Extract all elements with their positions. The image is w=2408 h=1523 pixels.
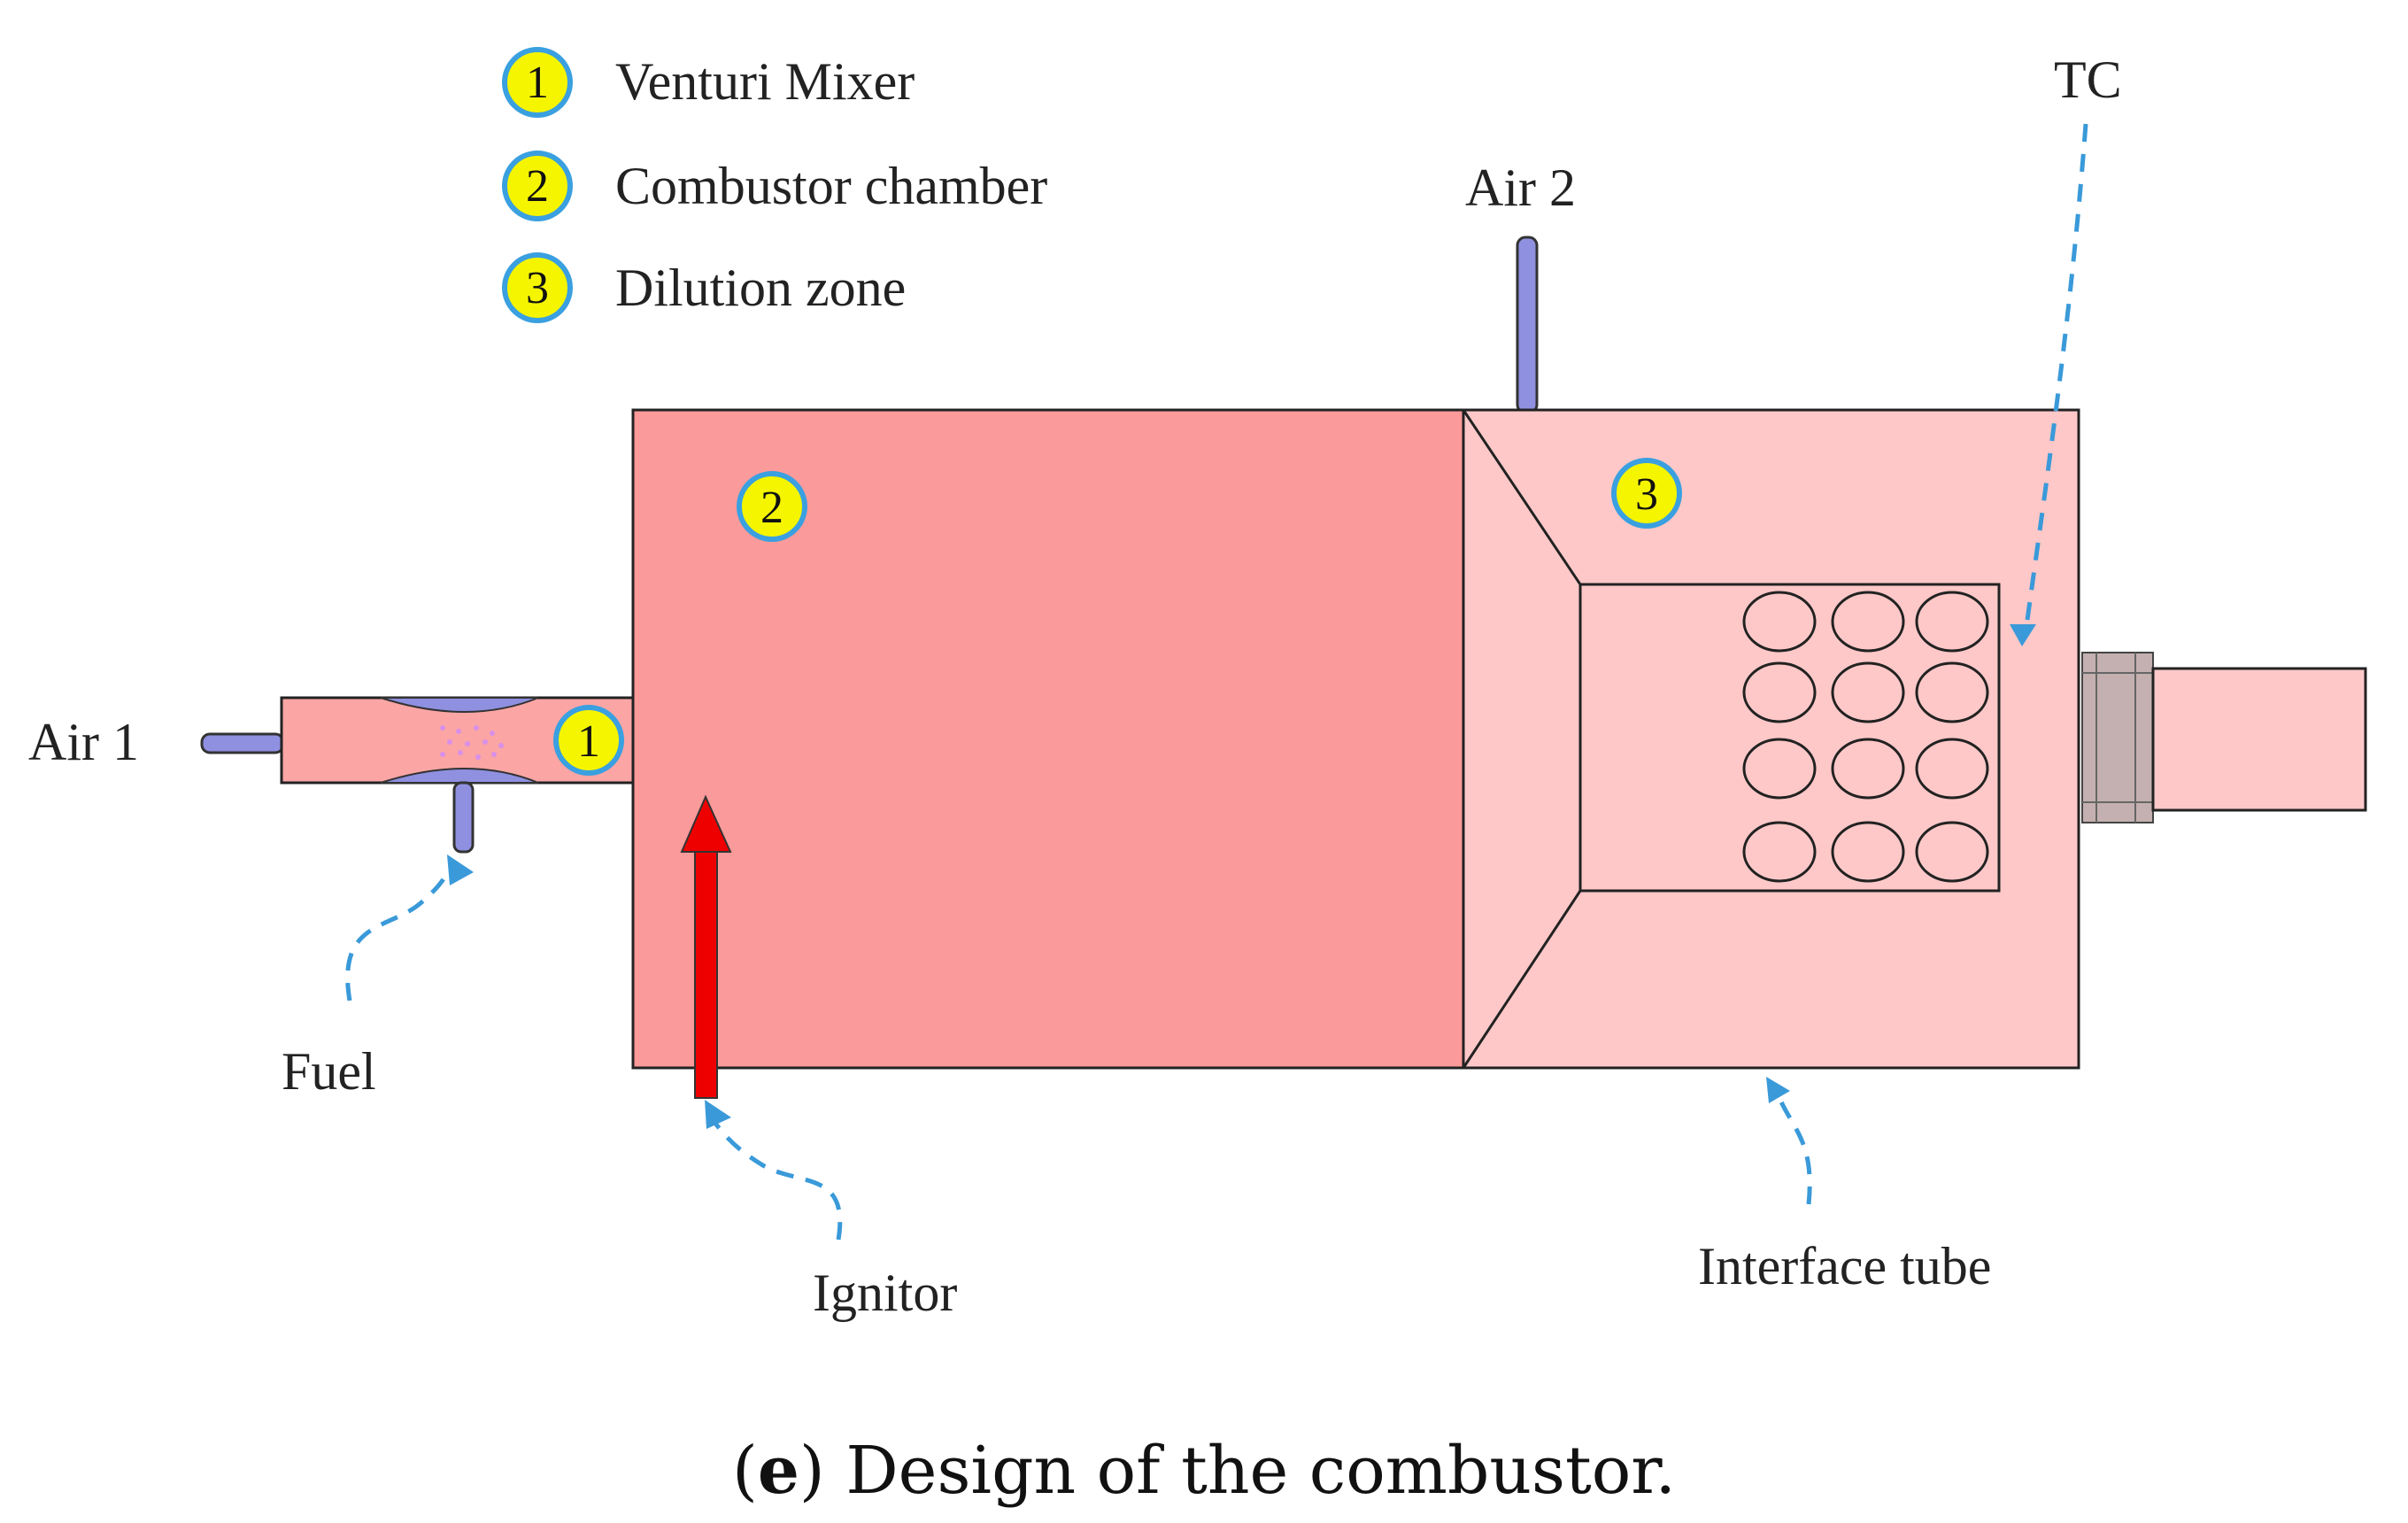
tc-arrowhead: [2010, 624, 2036, 646]
legend-badge-3-num: 3: [526, 263, 549, 313]
dilution-badge-circle: [1611, 458, 1682, 529]
interface-flange: [2081, 652, 2154, 823]
outlet-tube: [2151, 667, 2367, 812]
caption-letter: e: [758, 1433, 799, 1509]
legend: 1 Venturi Mixer 2 Combustor chamber 3 Di…: [502, 47, 1047, 323]
legend-label-dilution-zone: Dilution zone: [615, 259, 906, 317]
fuel-inlet-pipe: [452, 781, 475, 854]
venturi-throat-bottom: [380, 768, 539, 784]
pointer-arrowheads: [447, 624, 2036, 1129]
ignitor-label: Ignitor: [813, 1264, 957, 1322]
caption-text: ) Design of the combustor.: [799, 1433, 1676, 1509]
dilution-hole: [1915, 738, 1989, 800]
legend-badge-1-num: 1: [526, 58, 549, 108]
interface-tube: [2081, 652, 2367, 823]
air1-pipe: [200, 732, 285, 754]
ignitor-pointer-arrow: [708, 1116, 843, 1241]
venturi-mixer: 1: [200, 696, 635, 854]
pointer-arrows: [345, 123, 2088, 1241]
air2-pipe: [1516, 236, 1539, 414]
legend-item-1: 1 Venturi Mixer: [502, 47, 915, 118]
dilution-cone-top: [1462, 409, 1582, 585]
dilution-hole: [1742, 821, 1817, 883]
legend-badge-3: [502, 252, 573, 323]
tc-pointer-arrow: [2025, 123, 2088, 621]
legend-label-venturi-mixer: Venturi Mixer: [615, 52, 915, 111]
liner-perforated-section: [1578, 583, 2001, 893]
chamber-badge: 2: [737, 471, 807, 542]
legend-badge-2: [502, 151, 573, 221]
dilution-badge: 3: [1611, 458, 1682, 529]
legend-label-combustor-chamber: Combustor chamber: [615, 157, 1047, 215]
ignitor: [680, 794, 732, 1099]
legend-badge-2-num: 2: [526, 161, 549, 212]
mixer-badge: 1: [553, 705, 624, 776]
dilution-hole: [1915, 821, 1989, 883]
interface-tube-label: Interface tube: [1698, 1237, 1991, 1295]
dilution-hole: [1831, 591, 1905, 653]
dilution-hole: [1742, 738, 1817, 800]
figure-caption: (e) Design of the combustor.: [732, 1433, 1676, 1509]
dilution-hole: [1742, 661, 1817, 723]
dilution-cone-bottom: [1462, 890, 1582, 1069]
chamber-badge-num: 2: [760, 483, 783, 533]
fuel-pointer-arrow: [345, 867, 454, 1001]
interface-tube-pointer-arrow: [1777, 1097, 1812, 1205]
dilution-hole: [1831, 738, 1905, 800]
ignitor-arrowhead: [705, 1100, 731, 1129]
caption-open-paren: (: [732, 1433, 758, 1509]
interface-tube-arrowhead: [1766, 1077, 1790, 1103]
air1-label: Air 1: [28, 713, 139, 771]
fuel-spray: [440, 725, 504, 760]
air2-label: Air 2: [1465, 158, 1576, 217]
legend-item-3: 3 Dilution zone: [502, 252, 906, 323]
chamber-badge-circle: [737, 471, 807, 542]
dilution-badge-num: 3: [1635, 469, 1658, 520]
dilution-hole: [1831, 821, 1905, 883]
legend-item-2: 2 Combustor chamber: [502, 151, 1047, 221]
ignitor-rod: [694, 851, 718, 1099]
venturi-throat-top: [380, 697, 539, 713]
fuel-label: Fuel: [282, 1042, 376, 1101]
dilution-hole: [1915, 661, 1989, 723]
dilution-hole: [1915, 591, 1989, 653]
fuel-arrowhead: [447, 854, 474, 885]
mixer-badge-circle: [553, 705, 624, 776]
tc-label: TC: [2054, 50, 2122, 109]
dilution-holes: [1742, 591, 1989, 883]
legend-badge-1: [502, 47, 573, 118]
mixer-badge-num: 1: [577, 716, 600, 767]
dilution-hole: [1742, 591, 1817, 653]
dilution-hole: [1831, 661, 1905, 723]
ignitor-tip-arrow: [680, 794, 732, 853]
